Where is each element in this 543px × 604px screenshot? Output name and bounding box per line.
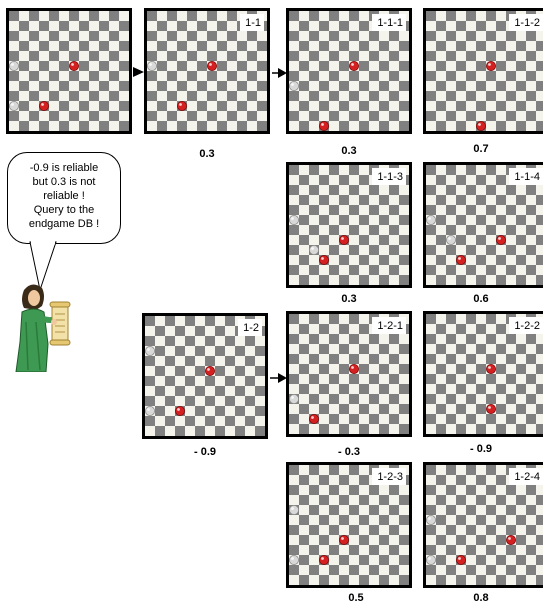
red-piece [476, 121, 485, 130]
white-piece [145, 346, 154, 355]
white-piece [147, 61, 156, 70]
white-piece [309, 245, 318, 254]
score-1-1-3: 0.3 [286, 293, 412, 305]
speech-line: Query to the [14, 203, 114, 217]
score-1-2-3: 0.5 [293, 592, 419, 604]
white-piece [289, 81, 298, 90]
white-piece [289, 555, 298, 564]
red-piece [319, 121, 328, 130]
board-1-1-1: 1-1-1 [286, 8, 412, 134]
speech-line: but 0.3 is not [14, 175, 114, 189]
board-1-2-4: 1-2-4 [423, 462, 543, 588]
arrow-root-to-1-1 [133, 67, 145, 77]
score-1-2-1: - 0.3 [286, 446, 412, 458]
arrow-1-2-to-1-2-1 [270, 373, 288, 383]
red-piece [486, 404, 495, 413]
score-1-1: 0.3 [144, 148, 270, 160]
board-1-1: 1-1 [144, 8, 270, 134]
white-piece [426, 215, 435, 224]
score-1-1-2: 0.7 [418, 143, 543, 155]
white-piece [446, 235, 455, 244]
scholar-figure-icon [10, 282, 80, 372]
board-label: 1-2-4 [509, 468, 543, 485]
red-piece [456, 255, 465, 264]
red-piece [319, 255, 328, 264]
red-piece [506, 535, 515, 544]
white-piece [426, 515, 435, 524]
red-piece [339, 535, 348, 544]
red-piece [319, 555, 328, 564]
score-1-1-1: 0.3 [286, 145, 412, 157]
speech-line: -0.9 is reliable [14, 161, 114, 175]
red-piece [339, 235, 348, 244]
board-grid [9, 11, 129, 131]
board-label: 1-2 [238, 319, 262, 336]
red-piece [309, 414, 318, 423]
red-piece [456, 555, 465, 564]
speech-line: reliable ! [14, 189, 114, 203]
score-1-2: - 0.9 [142, 446, 268, 458]
speech-line: endgame DB ! [14, 217, 114, 231]
red-piece [177, 101, 186, 110]
white-piece [145, 406, 154, 415]
white-piece [289, 505, 298, 514]
red-piece [349, 61, 358, 70]
score-1-2-2: - 0.9 [418, 443, 543, 455]
red-piece [486, 61, 495, 70]
board-1-1-3: 1-1-3 [286, 162, 412, 288]
board-1-2-3: 1-2-3 [286, 462, 412, 588]
arrow-1-1-to-1-1-1 [272, 68, 288, 78]
red-piece [69, 61, 78, 70]
board-1-1-2: 1-1-2 [423, 8, 543, 134]
speech-bubble: -0.9 is reliable but 0.3 is not reliable… [7, 152, 121, 244]
red-piece [205, 366, 214, 375]
red-piece [496, 235, 505, 244]
board-label: 1-1-2 [509, 14, 543, 31]
white-piece [9, 61, 18, 70]
red-piece [349, 364, 358, 373]
board-label: 1-1 [240, 14, 264, 31]
board-1-2-1: 1-2-1 [286, 311, 412, 437]
score-1-2-4: 0.8 [418, 592, 543, 604]
board-label: 1-1-3 [372, 168, 406, 185]
board-root [6, 8, 132, 134]
red-piece [39, 101, 48, 110]
board-label: 1-1-1 [372, 14, 406, 31]
red-piece [207, 61, 216, 70]
board-1-1-4: 1-1-4 [423, 162, 543, 288]
white-piece [289, 215, 298, 224]
red-piece [486, 364, 495, 373]
score-1-1-4: 0.6 [418, 293, 543, 305]
red-piece [175, 406, 184, 415]
board-label: 1-2-1 [372, 317, 406, 334]
board-label: 1-2-2 [509, 317, 543, 334]
board-1-2-2: 1-2-2 [423, 311, 543, 437]
board-label: 1-2-3 [372, 468, 406, 485]
white-piece [9, 101, 18, 110]
board-1-2: 1-2 [142, 313, 268, 439]
white-piece [426, 555, 435, 564]
white-piece [289, 394, 298, 403]
board-label: 1-1-4 [509, 168, 543, 185]
